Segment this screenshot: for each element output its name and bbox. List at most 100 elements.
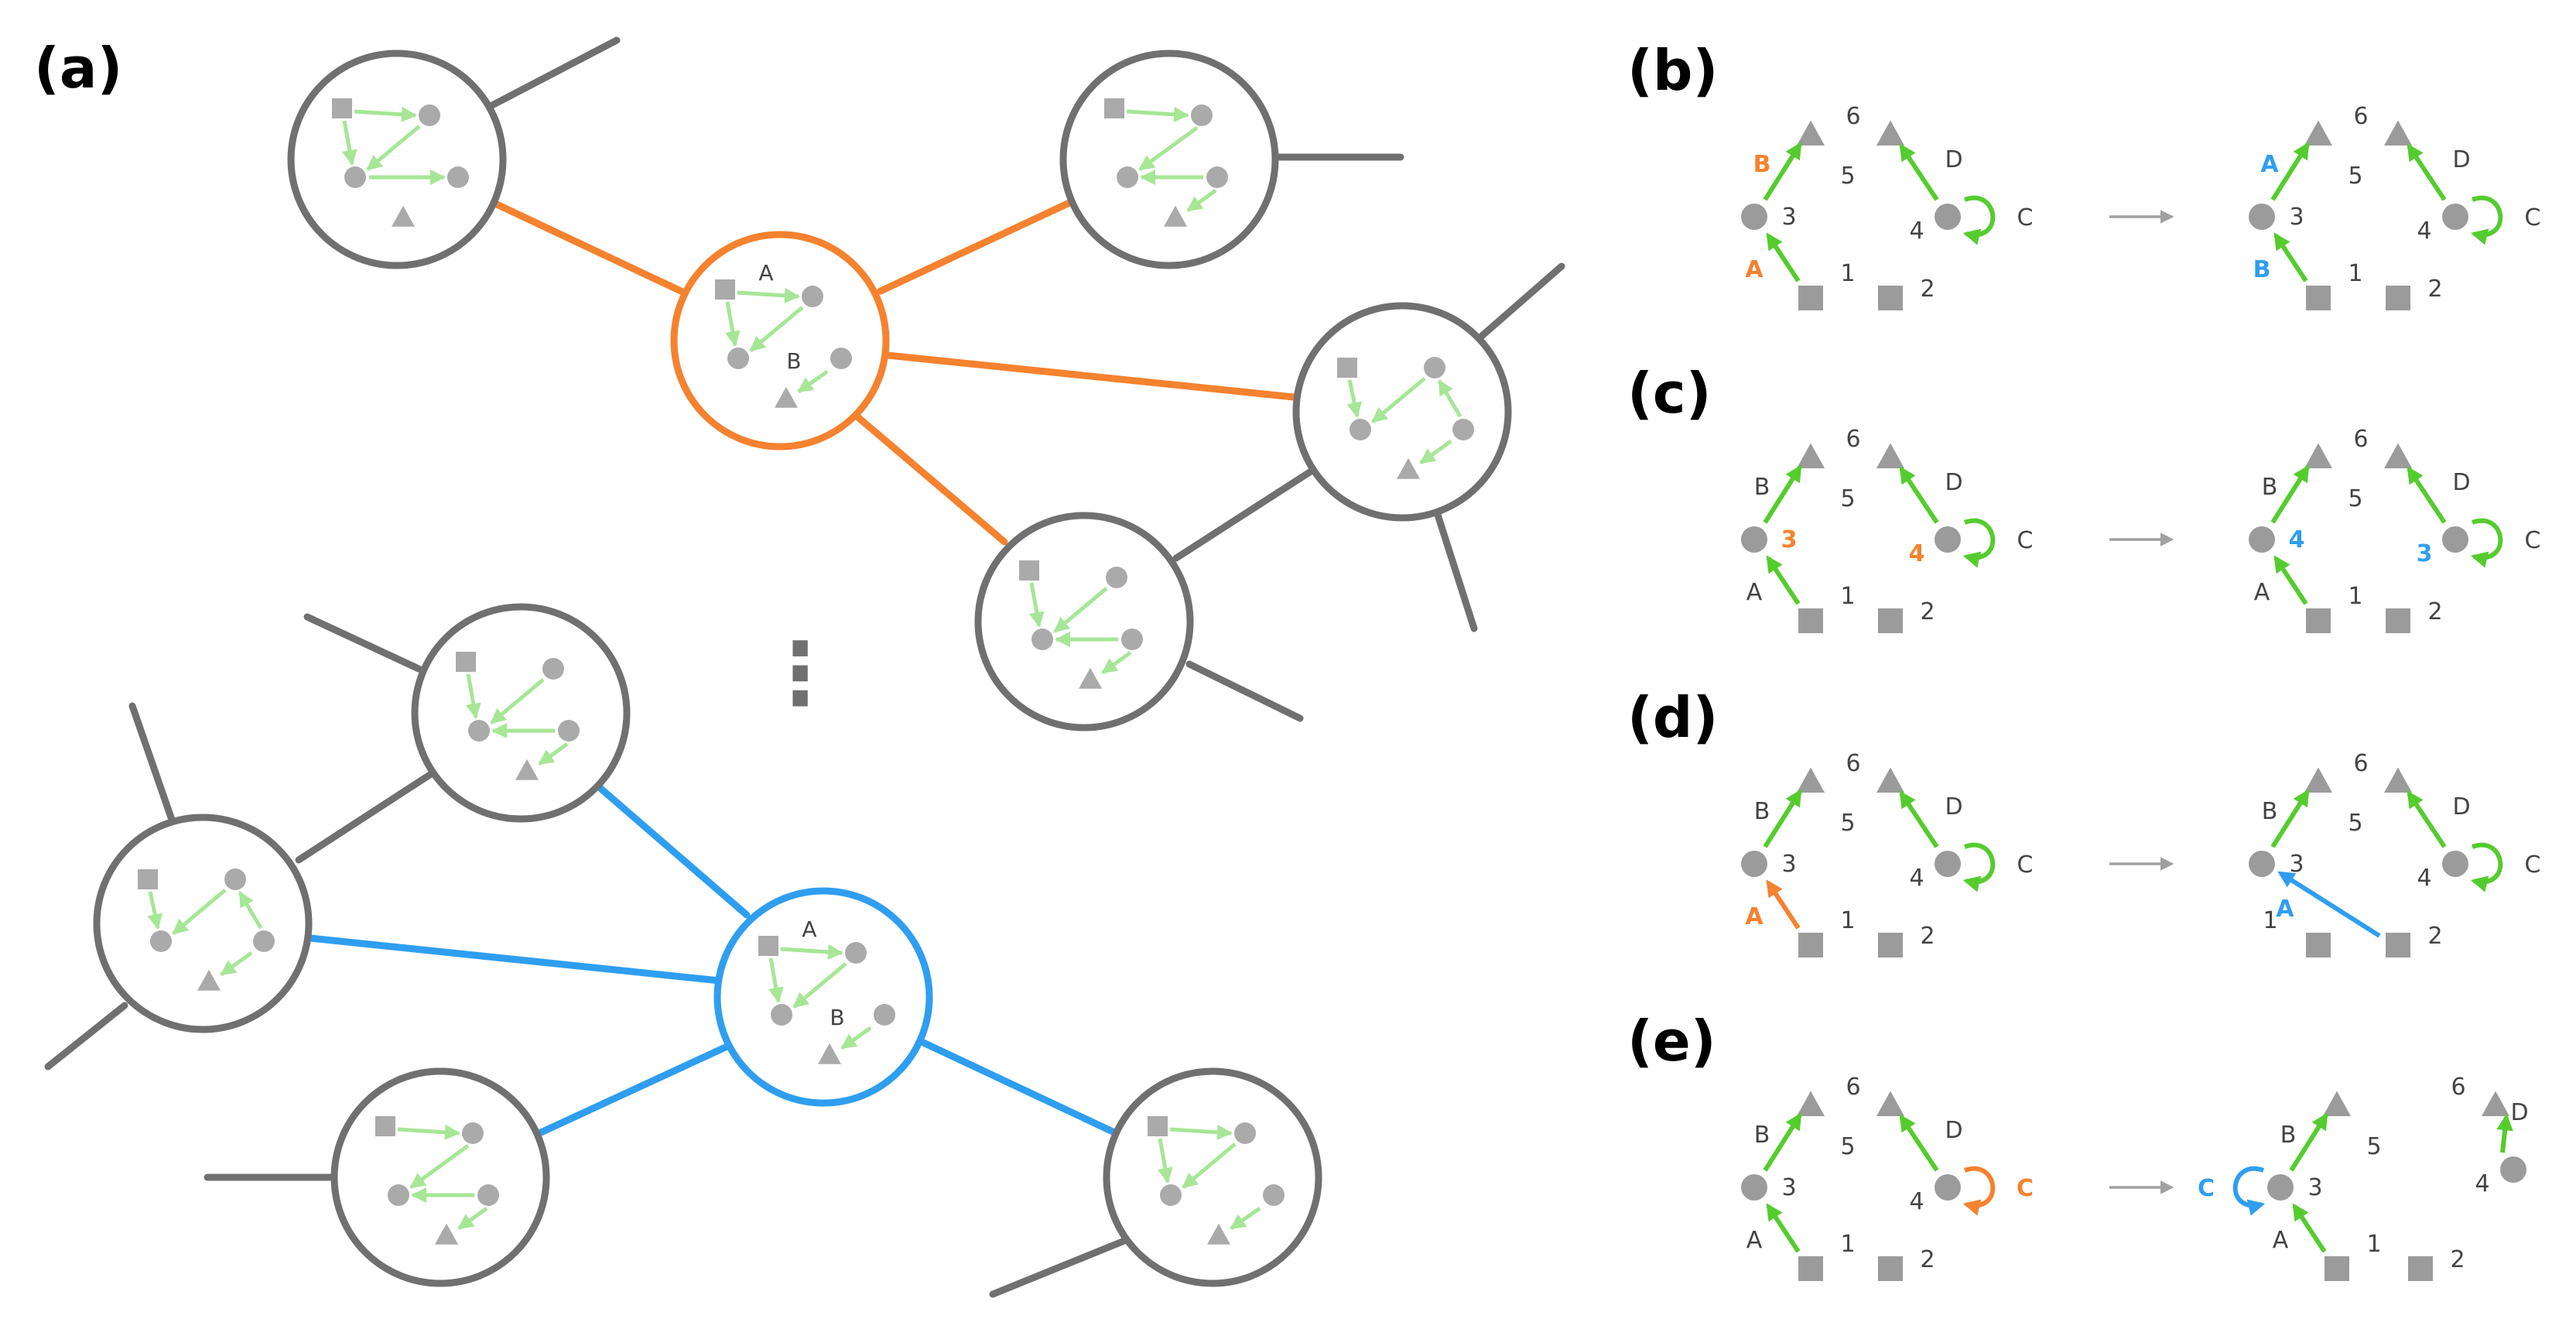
- output-node-triangle: [392, 205, 415, 227]
- node-boundary: [974, 512, 1194, 731]
- graph-label: B: [2253, 256, 2271, 283]
- graph-label: D: [1945, 146, 1962, 173]
- graph-label: D: [2510, 1099, 2528, 1126]
- connection-arrow: [1182, 1142, 1237, 1189]
- hidden-node-circle: [477, 1184, 499, 1206]
- hidden-node-circle: [1206, 166, 1228, 188]
- panel-label-a: (a): [34, 36, 122, 101]
- graph-label: B: [2262, 474, 2278, 501]
- genome-edge-arrow: [1763, 789, 1802, 848]
- output-node-triangle: [2384, 443, 2412, 468]
- graph-label: B: [1754, 474, 1770, 501]
- output-node-triangle: [2482, 1091, 2509, 1116]
- hidden-node-circle: [1935, 1174, 1961, 1201]
- connection-arrow: [1169, 1124, 1233, 1140]
- connection-arrow: [147, 891, 163, 930]
- graph-label: D: [1945, 793, 1962, 820]
- graph-label: C: [2017, 1175, 2034, 1202]
- graph-label: 3: [1781, 1174, 1796, 1201]
- hidden-node-circle: [388, 1184, 409, 1206]
- output-node-triangle: [1876, 120, 1904, 146]
- hidden-node-circle: [1350, 419, 1371, 440]
- graph-label: 5: [1840, 485, 1855, 512]
- connection-arrow: [354, 106, 417, 122]
- network-edge: [1172, 468, 1315, 562]
- hidden-node-circle: [2442, 851, 2468, 877]
- genome-edge-arrow: [1763, 464, 1802, 524]
- hidden-node-circle: [1741, 526, 1767, 553]
- hidden-node-circle: [2249, 526, 2275, 553]
- hidden-node-circle: [2249, 851, 2275, 877]
- hidden-node-circle: [542, 658, 564, 680]
- graph-label: 2: [2450, 1246, 2465, 1273]
- graph-label: 5: [2348, 163, 2362, 190]
- output-node-triangle: [2384, 767, 2412, 793]
- connection-arrow: [490, 678, 545, 725]
- genome-edge-arrow: [2270, 789, 2310, 848]
- self-loop-arrow: [1962, 518, 1996, 568]
- graph-label: 6: [2353, 103, 2368, 130]
- graph-label: 3: [2289, 851, 2304, 878]
- panel-label-c: (c): [1627, 361, 1712, 426]
- network-edge: [1185, 660, 1304, 722]
- graph-label: 2: [1920, 923, 1935, 950]
- graph-label: 2: [2427, 276, 2442, 303]
- input-node-square: [715, 279, 735, 300]
- graph-label: 6: [1846, 750, 1860, 777]
- graph-label: B: [2262, 798, 2278, 825]
- connection-arrow: [780, 944, 843, 960]
- graph-label: 3: [2417, 540, 2433, 567]
- connection-arrow: [768, 957, 784, 1003]
- orange-edge: [877, 199, 1073, 295]
- input-node-square: [375, 1116, 395, 1136]
- connection-arrow: [840, 1026, 872, 1050]
- blue-edge: [535, 1040, 736, 1137]
- hidden-node-circle: [468, 720, 490, 742]
- genome-edge-arrow: [2407, 790, 2447, 848]
- network-edge: [488, 36, 621, 109]
- network-node: [411, 603, 631, 823]
- output-node-triangle: [2304, 443, 2332, 468]
- hidden-node-circle: [1424, 357, 1445, 379]
- graph-label: 4: [2417, 865, 2431, 892]
- node-label: A: [802, 916, 816, 942]
- hidden-node-circle: [253, 930, 275, 952]
- connection-arrow: [409, 1143, 470, 1190]
- graph-label: 1: [1840, 907, 1855, 934]
- graph-label: A: [1746, 1227, 1763, 1254]
- hidden-node-circle: [1117, 166, 1138, 188]
- input-node-square: [1148, 1116, 1168, 1136]
- output-node-triangle: [1397, 457, 1420, 479]
- hidden-node-circle: [447, 166, 469, 188]
- genome-edge-arrow: [1766, 232, 1801, 283]
- connection-arrow: [1419, 439, 1452, 465]
- blue-edges: [306, 782, 1117, 1137]
- graph-label: 1: [1840, 1231, 1855, 1258]
- graph-label: 4: [2289, 526, 2305, 553]
- input-node-square: [332, 98, 352, 118]
- graph-label: 6: [1846, 1074, 1860, 1101]
- output-node-triangle: [515, 759, 539, 780]
- graph-label: 4: [1909, 218, 1924, 245]
- node-boundary: [330, 1067, 550, 1287]
- input-node-square: [2386, 286, 2410, 310]
- network-node: AB: [670, 231, 890, 450]
- output-node-triangle: [435, 1223, 458, 1245]
- node-boundary: [411, 603, 631, 823]
- graph-label: 5: [2348, 810, 2362, 837]
- connection-arrow: [749, 306, 804, 352]
- genome-edge-arrow: [2407, 466, 2447, 524]
- genome-edge-arrow: [2273, 555, 2308, 605]
- graph-label: 1: [2366, 1231, 2381, 1258]
- hidden-node-circle: [224, 868, 246, 890]
- hidden-node-circle: [1935, 526, 1961, 553]
- hidden-node-circle: [2442, 526, 2468, 553]
- graph-label: 1: [1840, 260, 1855, 287]
- genome-edge-arrow: [2277, 871, 2381, 938]
- connection-arrow: [1437, 379, 1462, 418]
- connection-arrow: [1138, 125, 1199, 172]
